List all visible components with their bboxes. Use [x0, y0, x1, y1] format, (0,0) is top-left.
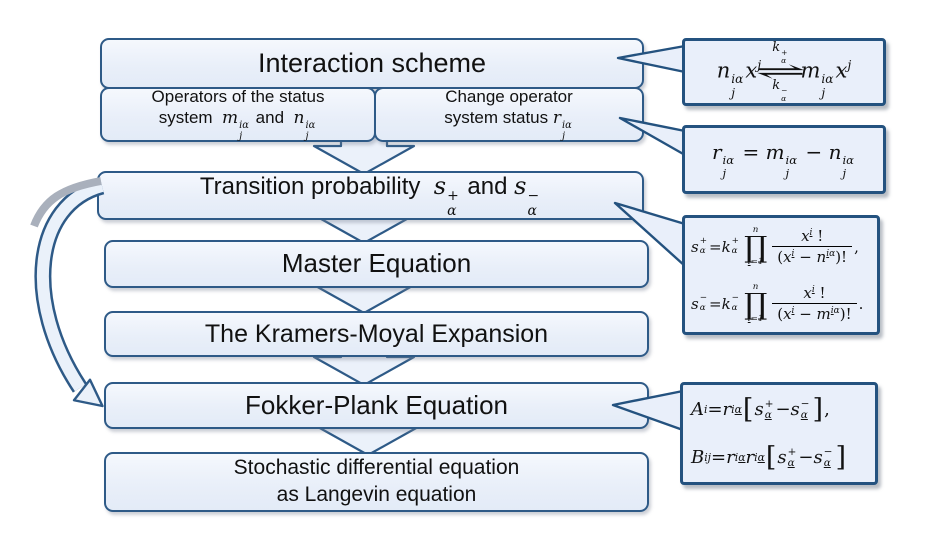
interaction-scheme-label: Interaction scheme	[257, 48, 487, 79]
interaction-scheme-box: Interaction scheme	[100, 38, 644, 89]
curved-arrow-gray-fold	[30, 177, 102, 228]
transition-probability-label: Transition probability s+α and s−α	[199, 171, 540, 220]
transition-probability-box: Transition probability s+α and s−α	[97, 171, 644, 220]
curved-arrow-outline	[34, 177, 105, 393]
master-equation-label: Master Equation	[281, 248, 472, 279]
fokker-plank-label: Fokker-Plank Equation	[244, 389, 509, 420]
fokker-plank-box: Fokker-Plank Equation	[104, 382, 649, 429]
kramers-moyal-box: The Kramers-Moyal Expansion	[104, 311, 649, 357]
master-equation-box: Master Equation	[104, 240, 649, 288]
curved-arrow-body	[36, 180, 104, 392]
kramers-moyal-label: The Kramers-Moyal Expansion	[204, 319, 549, 348]
